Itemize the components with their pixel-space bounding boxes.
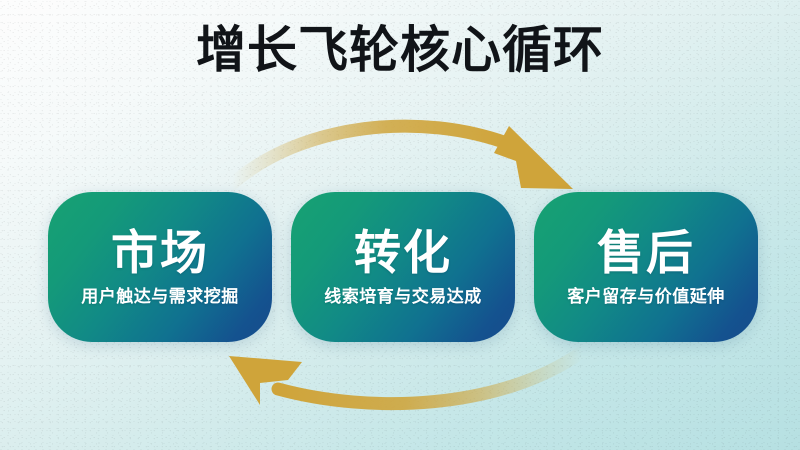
stage-card-conversion[interactable]: 转化 线索培育与交易达成 [291, 192, 515, 342]
bottom-arrow-shaft [271, 345, 589, 411]
stage-card-subtitle: 客户留存与价值延伸 [567, 286, 725, 306]
stage-card-subtitle: 用户触达与需求挖掘 [81, 286, 239, 306]
stage-card-market[interactable]: 市场 用户触达与需求挖掘 [48, 192, 272, 342]
top-arrow-shaft [225, 119, 519, 191]
stage-card-title: 转化 [354, 225, 452, 279]
page-title: 增长飞轮核心循环 [196, 22, 604, 78]
stage-card-title: 售后 [597, 225, 695, 279]
stage-card-list: 市场 用户触达与需求挖掘 转化 线索培育与交易达成 售后 客户留存与价值延伸 [48, 192, 758, 342]
stage-card-title: 市场 [111, 225, 209, 279]
bottom-arrow-head [229, 356, 302, 405]
top-arrow-head [494, 126, 573, 189]
stage-card-subtitle: 线索培育与交易达成 [324, 286, 482, 306]
stage-card-after-sales[interactable]: 售后 客户留存与价值延伸 [534, 192, 758, 342]
